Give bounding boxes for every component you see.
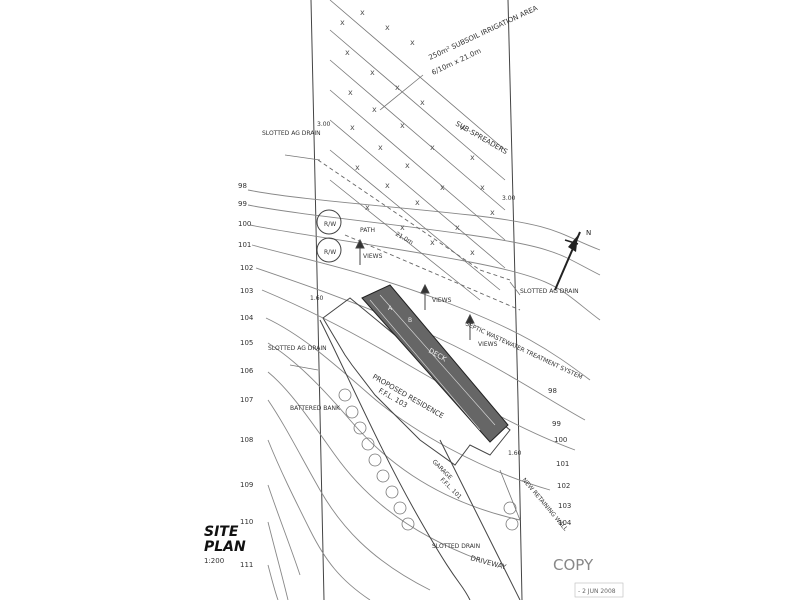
contour-label: 111: [240, 561, 253, 569]
contour-label: 102: [240, 264, 253, 272]
contour-label: 99: [552, 420, 561, 428]
spreaders-label: SUB-SPREADERS: [454, 120, 509, 157]
contour-label: 110: [240, 518, 253, 526]
contour-label: 105: [240, 339, 253, 347]
slotted-drain-bottom-label: SLOTTED DRAIN: [432, 543, 480, 550]
svg-text:x: x: [365, 203, 370, 212]
svg-text:x: x: [360, 8, 365, 17]
boundary-right: [507, 0, 523, 600]
contour-label: 100: [238, 220, 251, 228]
tank-circle-1: [316, 209, 342, 235]
svg-text:x: x: [372, 105, 377, 114]
leader-lines: [284, 74, 521, 521]
irrigation-marks: x x x x x x x x x x x x x x x x x x x x x x x x x x x x: [340, 8, 495, 257]
irrigation-boundary: [317, 159, 511, 281]
contour-label: 101: [556, 460, 569, 468]
contour-label: 109: [240, 481, 253, 489]
svg-text:x: x: [345, 48, 350, 57]
svg-text:x: x: [400, 223, 405, 232]
svg-text:x: x: [415, 198, 420, 207]
a-label: A: [388, 305, 393, 312]
slotted-drain-top-label: SLOTTED AG DRAIN: [262, 130, 321, 137]
views-1-label: VIEWS: [363, 253, 383, 260]
svg-text:x: x: [430, 143, 435, 152]
treatment-label: SEPTIC WASTEWATER TREATMENT SYSTEM: [464, 320, 583, 381]
deck-hatch-lines: [369, 294, 496, 431]
contour-label: 98: [238, 182, 247, 190]
title-line2: PLAN: [204, 539, 246, 555]
dim-21-label: 21.0m: [394, 231, 414, 247]
svg-text:x: x: [470, 153, 475, 162]
irrigation-trenches: [329, 0, 506, 301]
svg-text:x: x: [395, 83, 400, 92]
driveway-label: DRIVEWAY: [469, 554, 507, 571]
date-stamp-box: [574, 582, 624, 598]
svg-text:x: x: [430, 238, 435, 247]
svg-text:x: x: [348, 88, 353, 97]
rw-1-label: R/W: [324, 221, 336, 228]
slotted-drain-right-label: SLOTTED AG DRAIN: [520, 288, 579, 295]
svg-text:x: x: [490, 208, 495, 217]
contour-label: 106: [240, 367, 254, 375]
svg-text:x: x: [355, 163, 360, 172]
contour-label: 98: [548, 387, 557, 395]
svg-text:x: x: [420, 98, 425, 107]
views-2-label: VIEWS: [432, 297, 452, 304]
dim-160-right-label: 1.60: [508, 450, 522, 457]
dim-300-left-label: 3.00: [317, 121, 331, 128]
view-arrows: [355, 238, 475, 340]
svg-text:x: x: [410, 38, 415, 47]
svg-text:x: x: [370, 68, 375, 77]
battered-bank-label: BATTERED BANK: [290, 405, 341, 412]
driveway-edge-left: [319, 319, 471, 600]
copy-stamp: COPY: [553, 556, 594, 574]
date-stamp: - 2 JUN 2008: [578, 588, 616, 595]
shrub-circles: [338, 388, 519, 531]
title-line1: SITE: [204, 524, 239, 540]
contour-label: 104: [240, 314, 254, 322]
contour-label: 101: [238, 241, 251, 249]
paths-label: PATH: [360, 227, 375, 234]
svg-text:x: x: [480, 183, 485, 192]
svg-text:x: x: [460, 123, 465, 132]
svg-text:x: x: [340, 18, 345, 27]
driveway-edge-right: [439, 439, 521, 600]
deck-hatched: [361, 284, 509, 443]
svg-text:x: x: [378, 143, 383, 152]
svg-text:x: x: [455, 223, 460, 232]
tank-circle-2: [316, 237, 342, 263]
contour-label: 103: [240, 287, 253, 295]
dim-300-right-label: 3.00: [502, 195, 516, 202]
contour-label: 103: [558, 502, 571, 510]
irrigation-area-label: 250m² SUBSOIL IRRIGATION AREA: [427, 4, 539, 62]
north-arrow-icon: [554, 231, 581, 291]
scale-label: 1:200: [204, 557, 224, 565]
contour-label: 100: [554, 436, 567, 444]
b-label: B: [408, 317, 412, 324]
contour-label: 107: [240, 396, 253, 404]
contour-label: 108: [240, 436, 253, 444]
contour-label: 102: [557, 482, 570, 490]
rw-2-label: R/W: [324, 249, 336, 256]
dim-160-left-label: 1.60: [310, 295, 324, 302]
slotted-drain-left-label: SLOTTED AG DRAIN: [268, 345, 327, 352]
svg-text:x: x: [385, 181, 390, 190]
north-label: N: [586, 229, 591, 237]
svg-text:x: x: [350, 123, 355, 132]
svg-text:x: x: [405, 161, 410, 170]
svg-text:x: x: [440, 183, 445, 192]
contour-lines: [247, 189, 601, 600]
views-3-label: VIEWS: [478, 341, 498, 348]
contour-label: 104: [558, 519, 572, 527]
contour-label: 99: [238, 200, 247, 208]
svg-text:x: x: [470, 248, 475, 257]
svg-text:x: x: [385, 23, 390, 32]
svg-text:x: x: [400, 121, 405, 130]
